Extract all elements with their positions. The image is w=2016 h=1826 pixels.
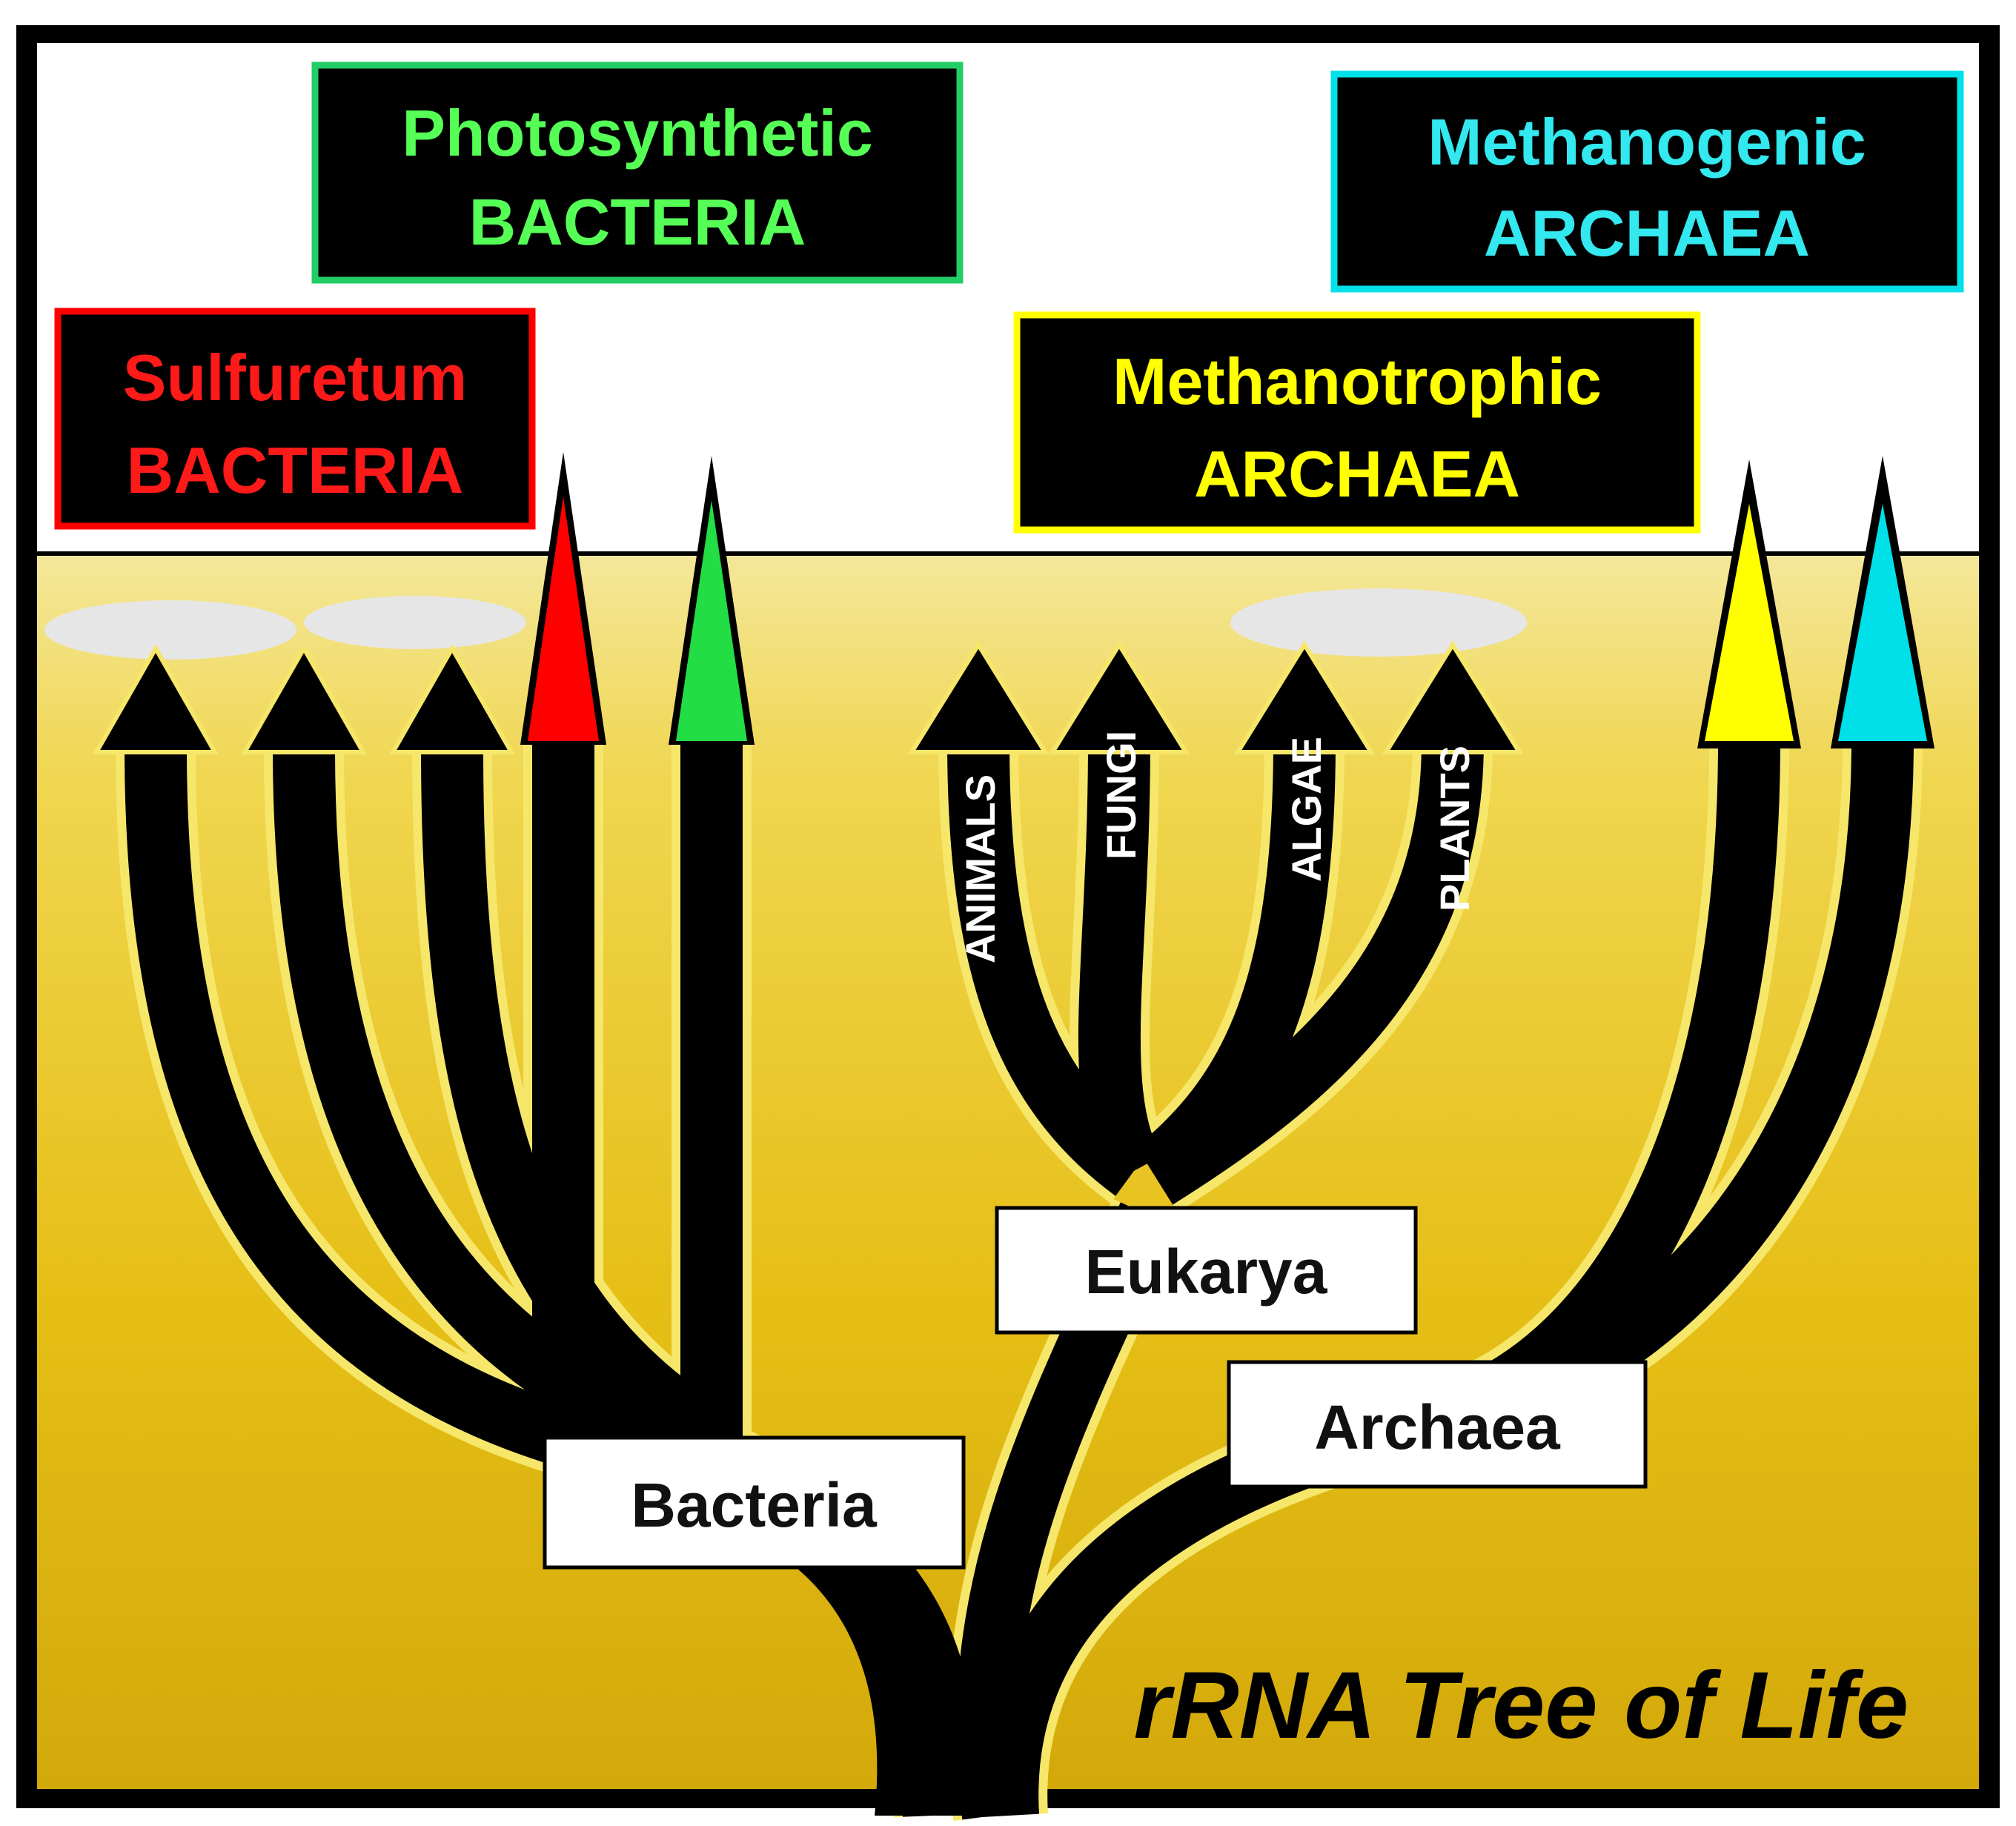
diagram-title: rRNA Tree of Life (1134, 1653, 1909, 1759)
methanogenic-line2: ARCHAEA (1484, 196, 1810, 270)
photosynthetic-line2: BACTERIA (469, 185, 806, 259)
branch-label-fungi: FUNGI (1098, 731, 1144, 860)
methanotrophic-branch-tip (1697, 459, 1801, 748)
photosynthetic-label-box: Photosynthetic BACTERIA (311, 62, 964, 284)
methanotrophic-line1: Methanotrophic (1113, 345, 1602, 418)
methanotrophic-label-box: Methanotrophic ARCHAEA (1013, 311, 1701, 534)
eukarya-domain-box: Eukarya (995, 1206, 1418, 1335)
methanogenic-line1: Methanogenic (1428, 105, 1866, 179)
bacteria-domain-box: Bacteria (543, 1435, 966, 1570)
arrowheads (92, 640, 1524, 754)
archaea-domain-box: Archaea (1227, 1360, 1648, 1489)
methanotrophic-line2: ARCHAEA (1194, 437, 1520, 511)
sulfuretum-line2: BACTERIA (127, 434, 464, 507)
branch-label-plants: PLANTS (1431, 746, 1478, 912)
methanogenic-branch-tip (1831, 456, 1934, 748)
branch-label-algae: ALGAE (1283, 737, 1330, 882)
photosynthetic-line1: Photosynthetic (402, 96, 873, 170)
branch-label-animals: ANIMALS (957, 774, 1004, 963)
photosynthetic-branch-tip (669, 456, 755, 745)
sulfuretum-branch-tip (520, 452, 606, 745)
archaea-label: Archaea (1314, 1392, 1561, 1462)
sulfuretum-label-box: Sulfuretum BACTERIA (54, 308, 536, 530)
bacteria-label: Bacteria (631, 1470, 878, 1540)
eukarya-label: Eukarya (1085, 1237, 1328, 1307)
methanogenic-label-box: Methanogenic ARCHAEA (1330, 70, 1964, 293)
sulfuretum-line1: Sulfuretum (123, 341, 467, 414)
clouds (44, 588, 1527, 660)
